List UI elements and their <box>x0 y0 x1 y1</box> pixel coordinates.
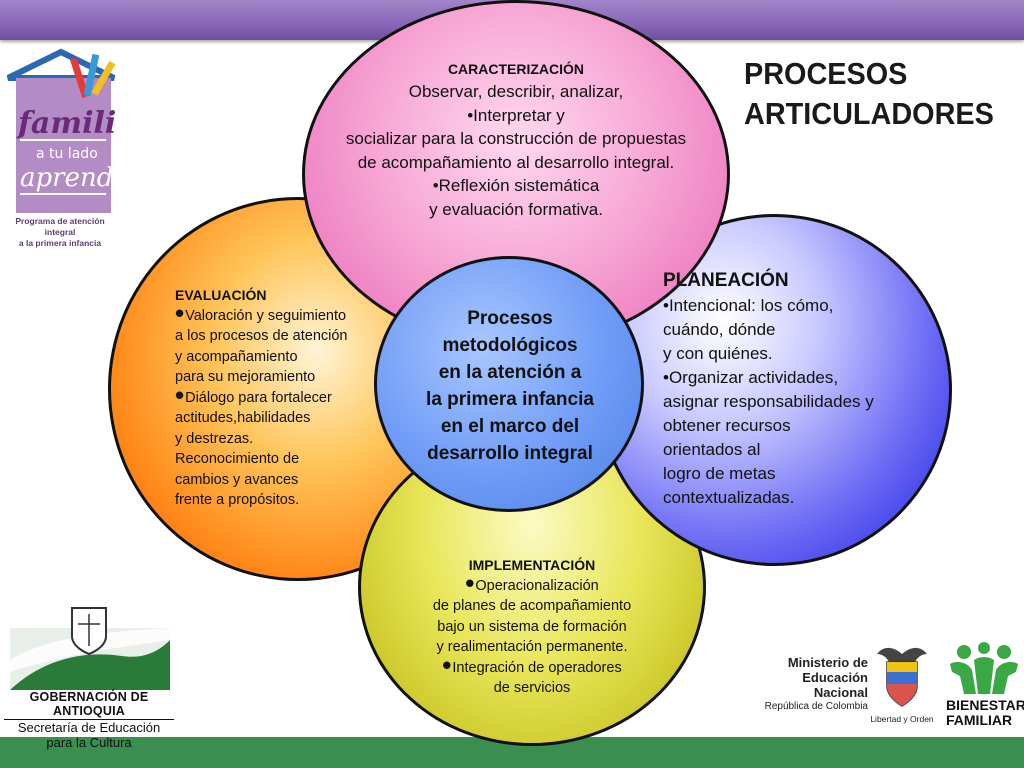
evaluacion-text: EVALUACIÓN •Valoración y seguimiento a l… <box>175 285 348 511</box>
evaluacion-line: y acompañamiento <box>175 348 298 365</box>
caracterizacion-line: Observar, describir, analizar, <box>408 82 624 101</box>
colombia-coat-of-arms-icon <box>877 647 927 707</box>
procesos-center-circle <box>374 256 644 512</box>
planeacion-line: obtener recursos <box>663 416 791 435</box>
planeacion-text: PLANEACIÓN •Intencional: los cómo, cuánd… <box>663 268 874 510</box>
planeacion-line: •Intencional: los cómo, <box>663 296 834 315</box>
caracterizacion-line: y evaluación formativa. <box>429 199 603 219</box>
evaluacion-line: y destrezas. <box>175 430 254 447</box>
planeacion-line: y con quiénes. <box>663 344 773 363</box>
procesos-center-text: Procesos metodológicos en la atención a … <box>380 305 640 467</box>
bienestar-line-2: FAMILIAR <box>946 712 1013 728</box>
planeacion-line: asignar responsabilidades y <box>663 392 874 411</box>
evaluacion-line: Diálogo para fortalecer <box>185 389 332 406</box>
caracterizacion-line: •Reflexión sistemática <box>432 176 600 195</box>
title-line-2: ARTICULADORES <box>744 96 994 131</box>
center-line: desarrollo integral <box>427 443 593 464</box>
caracterizacion-heading: CARACTERIZACIÓN <box>447 61 585 77</box>
svg-text:a tu lado: a tu lado <box>36 146 98 162</box>
ministerio-line-2: Educación Nacional <box>802 670 868 700</box>
evaluacion-line: Valoración y seguimiento <box>185 307 347 324</box>
familia-program-text: Programa de atención integral a la prime… <box>4 216 116 249</box>
center-line: en el marco del <box>440 416 580 437</box>
bienestar-familiar-text: BIENESTAR FAMILIAR <box>946 698 1024 728</box>
gobernacion-text: GOBERNACIÓN DE ANTIOQUIA Secretaría de E… <box>4 690 174 750</box>
evaluacion-line: a los procesos de atención <box>175 328 348 344</box>
implementacion-line: de servicios <box>493 680 571 696</box>
bullet-icon: • <box>442 649 452 680</box>
program-line-1: Programa de atención integral <box>15 216 105 237</box>
bullet-icon: • <box>465 567 475 598</box>
planeacion-heading: PLANEACIÓN <box>663 270 789 291</box>
gobernacion-line-2: Secretaría de Educación <box>17 720 161 735</box>
caracterizacion-text: CARACTERIZACIÓN Observar, describir, ana… <box>312 60 720 221</box>
planeacion-line: cuándo, dónde <box>663 320 776 339</box>
bullet-icon: • <box>175 379 185 410</box>
evaluacion-line: frente a propósitos. <box>175 492 300 508</box>
caracterizacion-line: •Interpretar y <box>467 105 565 125</box>
implementacion-heading: IMPLEMENTACIÓN <box>468 557 596 573</box>
svg-text:aprendo: aprendo <box>20 163 116 193</box>
bienestar-line-1: BIENESTAR <box>946 697 1024 713</box>
planeacion-line: contextualizadas. <box>663 488 795 507</box>
program-line-2: a la primera infancia <box>18 238 102 248</box>
evaluacion-line: cambios y avances <box>175 471 299 488</box>
evaluacion-line: actitudes,habilidades <box>175 410 311 426</box>
implementacion-line: Operacionalización <box>475 577 599 594</box>
planeacion-line: •Organizar actividades, <box>663 368 839 387</box>
center-line: metodológicos <box>442 335 578 356</box>
implementacion-line: Integración de operadores <box>452 659 622 676</box>
evaluacion-line: Reconocimiento de <box>175 451 300 467</box>
center-line: la primera infancia <box>426 389 594 410</box>
center-line: en la atención a <box>438 362 582 383</box>
implementacion-line: de planes de acompañamiento <box>432 598 632 614</box>
ministerio-motto: Libertad y Orden <box>870 714 934 724</box>
evaluacion-heading: EVALUACIÓN <box>175 287 267 303</box>
planeacion-line: orientados al <box>663 440 761 459</box>
gobernacion-name: GOBERNACIÓN DE ANTIOQUIA <box>4 690 174 720</box>
planeacion-line: logro de metas <box>663 464 776 483</box>
ministerio-line-3: República de Colombia <box>764 701 868 712</box>
ministerio-text: Ministerio de Educación Nacional Repúbli… <box>758 655 868 713</box>
implementacion-line: bajo un sistema de formación <box>437 618 627 635</box>
page-title: PROCESOS ARTICULADORES <box>744 54 995 134</box>
implementacion-text: IMPLEMENTACIÓN •Operacionalización de pl… <box>414 555 650 699</box>
implementacion-line: y realimentación permanente. <box>436 639 628 655</box>
bienestar-familiar-logo-icon <box>950 642 1018 694</box>
evaluacion-line: para su mejoramiento <box>175 369 316 385</box>
title-line-1: PROCESOS <box>744 56 908 91</box>
caracterizacion-line: socializar para la construcción de propu… <box>345 129 687 148</box>
bullet-icon: • <box>175 297 185 328</box>
center-line: Procesos <box>467 308 553 329</box>
ministerio-line-1: Ministerio de <box>787 655 868 670</box>
gobernacion-line-3: para la Cultura <box>46 735 132 750</box>
caracterizacion-line: de acompañamiento al desarrollo integral… <box>357 152 675 172</box>
gobernacion-logo-icon <box>10 607 170 690</box>
